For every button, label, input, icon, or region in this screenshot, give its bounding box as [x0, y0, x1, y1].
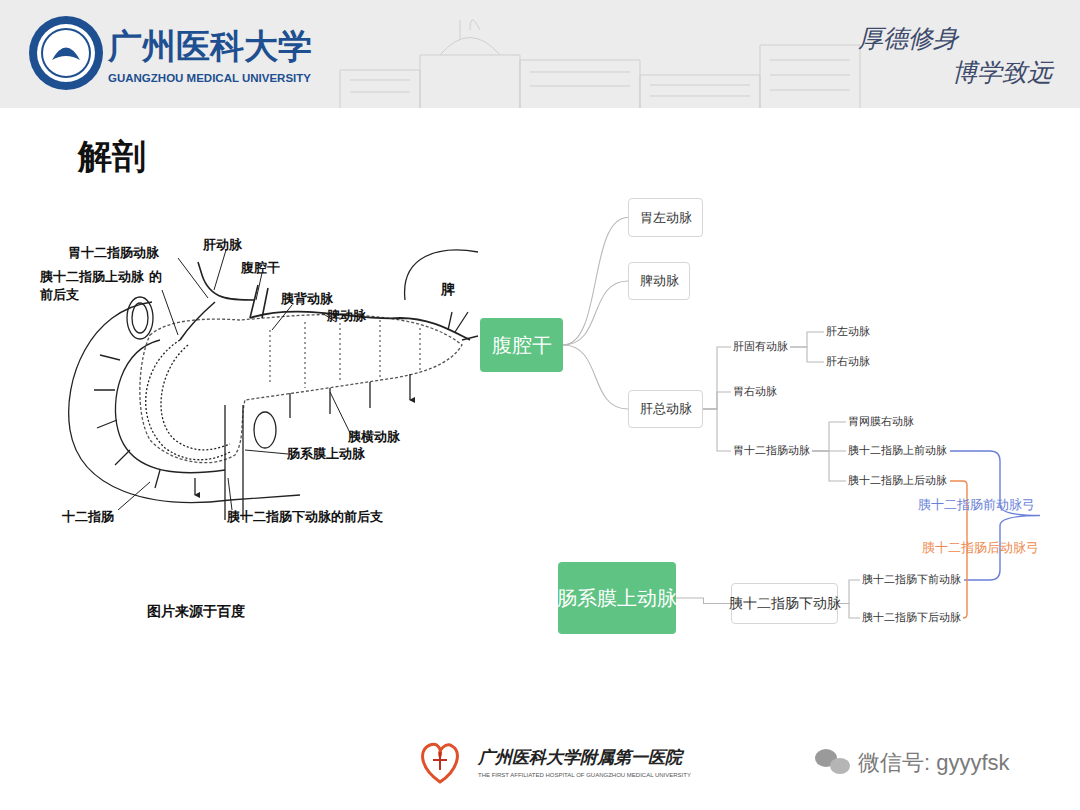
connector-line [703, 347, 731, 409]
root-topic-box: 腹腔干 [480, 318, 563, 372]
node-text: 肝左动脉 [826, 323, 870, 341]
hospital-name: 广州医科大学附属第一医院 [478, 746, 682, 769]
watermark: 微信号: gyyyfsk [858, 748, 1010, 778]
node-text: 肝固有动脉 [733, 338, 788, 356]
connector-line [790, 332, 824, 347]
node-text: 腹腔干 [492, 332, 552, 359]
connector-line [563, 218, 628, 346]
subtopic-text: 肝右动脉 [824, 353, 872, 371]
subtopic-text: 胰十二指肠下前动脉 [860, 571, 963, 589]
node-text: 胰十二指肠下后动脉 [862, 609, 961, 627]
motto-text: 博学致远 [952, 56, 1052, 89]
subtopic-text: 肝固有动脉 [731, 338, 790, 356]
hospital-logo [423, 744, 458, 782]
connector-line [950, 451, 1040, 580]
connector-line [703, 392, 731, 409]
subtopic-text: 胃网膜右动脉 [846, 413, 916, 431]
hospital-name-en: THE FIRST AFFILIATED HOSPITAL OF GUANGZH… [478, 772, 691, 778]
subtopic-text: 胰十二指肠上前动脉 [846, 442, 949, 460]
node-text: 胰十二指肠下前动脉 [862, 571, 961, 589]
subtopic-text: 胃十二指肠动脉 [731, 442, 812, 460]
anatomy-label: 胰十二指肠上动脉 的前后支 [40, 268, 165, 304]
anatomy-label: 胰横动脉 [348, 428, 400, 446]
anatomy-label: 肝动脉 [203, 236, 242, 254]
topic-box: 胃左动脉 [628, 198, 703, 237]
topic-box: 胰十二指肠下动脉 [731, 583, 838, 624]
node-text: 胰十二指肠下动脉 [729, 595, 841, 613]
topic-box: 脾动脉 [628, 262, 690, 300]
subtopic-text: 胰十二指肠下后动脉 [860, 609, 963, 627]
figure-caption: 图片来源于百度 [147, 603, 245, 621]
anatomy-label: 脾 [441, 281, 455, 299]
anatomy-label: 腹腔干 [241, 259, 280, 277]
node-text: 胰十二指肠上前动脉 [848, 442, 947, 460]
connector-line [563, 345, 628, 409]
connector-line [790, 347, 824, 362]
node-text: 胃左动脉 [640, 209, 692, 227]
pancreas-illustration [69, 250, 478, 520]
university-name: 广州医科大学 [108, 24, 312, 70]
topic-box: 肝总动脉 [628, 390, 703, 428]
motto-text: 厚德修身 [858, 22, 958, 55]
subtopic-text: 胃右动脉 [731, 383, 779, 401]
connector-line [563, 281, 628, 345]
node-text: 胃十二指肠动脉 [733, 442, 810, 460]
connector-label: 胰十二指肠前动脉弓 [918, 496, 1035, 514]
university-logo [29, 16, 103, 90]
anatomy-label: 胰背动脉 [281, 290, 333, 308]
building-sketch [340, 20, 860, 108]
node-text: 肠系膜上动脉 [557, 585, 677, 612]
node-text: 脾动脉 [640, 272, 679, 290]
slide-title: 解剖 [78, 134, 146, 180]
anatomy-label: 胰十二指肠下动脉的前后支 [227, 508, 383, 526]
connector-line [812, 422, 846, 451]
anatomy-label: 胃十二指肠动脉 [68, 244, 159, 262]
leader-lines [118, 250, 352, 510]
anatomy-label: 脾动脉 [327, 307, 366, 325]
node-text: 胃网膜右动脉 [848, 413, 914, 431]
subtopic-text: 肝左动脉 [824, 323, 872, 341]
connector-line [838, 604, 860, 619]
connector-line [703, 409, 731, 451]
node-text: 胃右动脉 [733, 383, 777, 401]
header-band [0, 0, 1080, 108]
root-topic-box: 肠系膜上动脉 [558, 562, 676, 634]
wechat-icon [815, 749, 850, 774]
connector-line [676, 598, 731, 604]
node-text: 肝右动脉 [826, 353, 870, 371]
connector-line [838, 580, 860, 604]
university-name-en: GUANGZHOU MEDICAL UNIVERSITY [108, 72, 311, 84]
anatomy-label: 肠系膜上动脉 [287, 445, 365, 463]
node-text: 肝总动脉 [640, 400, 692, 418]
connector-label: 胰十二指肠后动脉弓 [922, 539, 1039, 557]
connector-line [812, 451, 846, 481]
anatomy-label: 十二指肠 [62, 508, 114, 526]
node-text: 胰十二指肠上后动脉 [848, 472, 947, 490]
subtopic-text: 胰十二指肠上后动脉 [846, 472, 949, 490]
